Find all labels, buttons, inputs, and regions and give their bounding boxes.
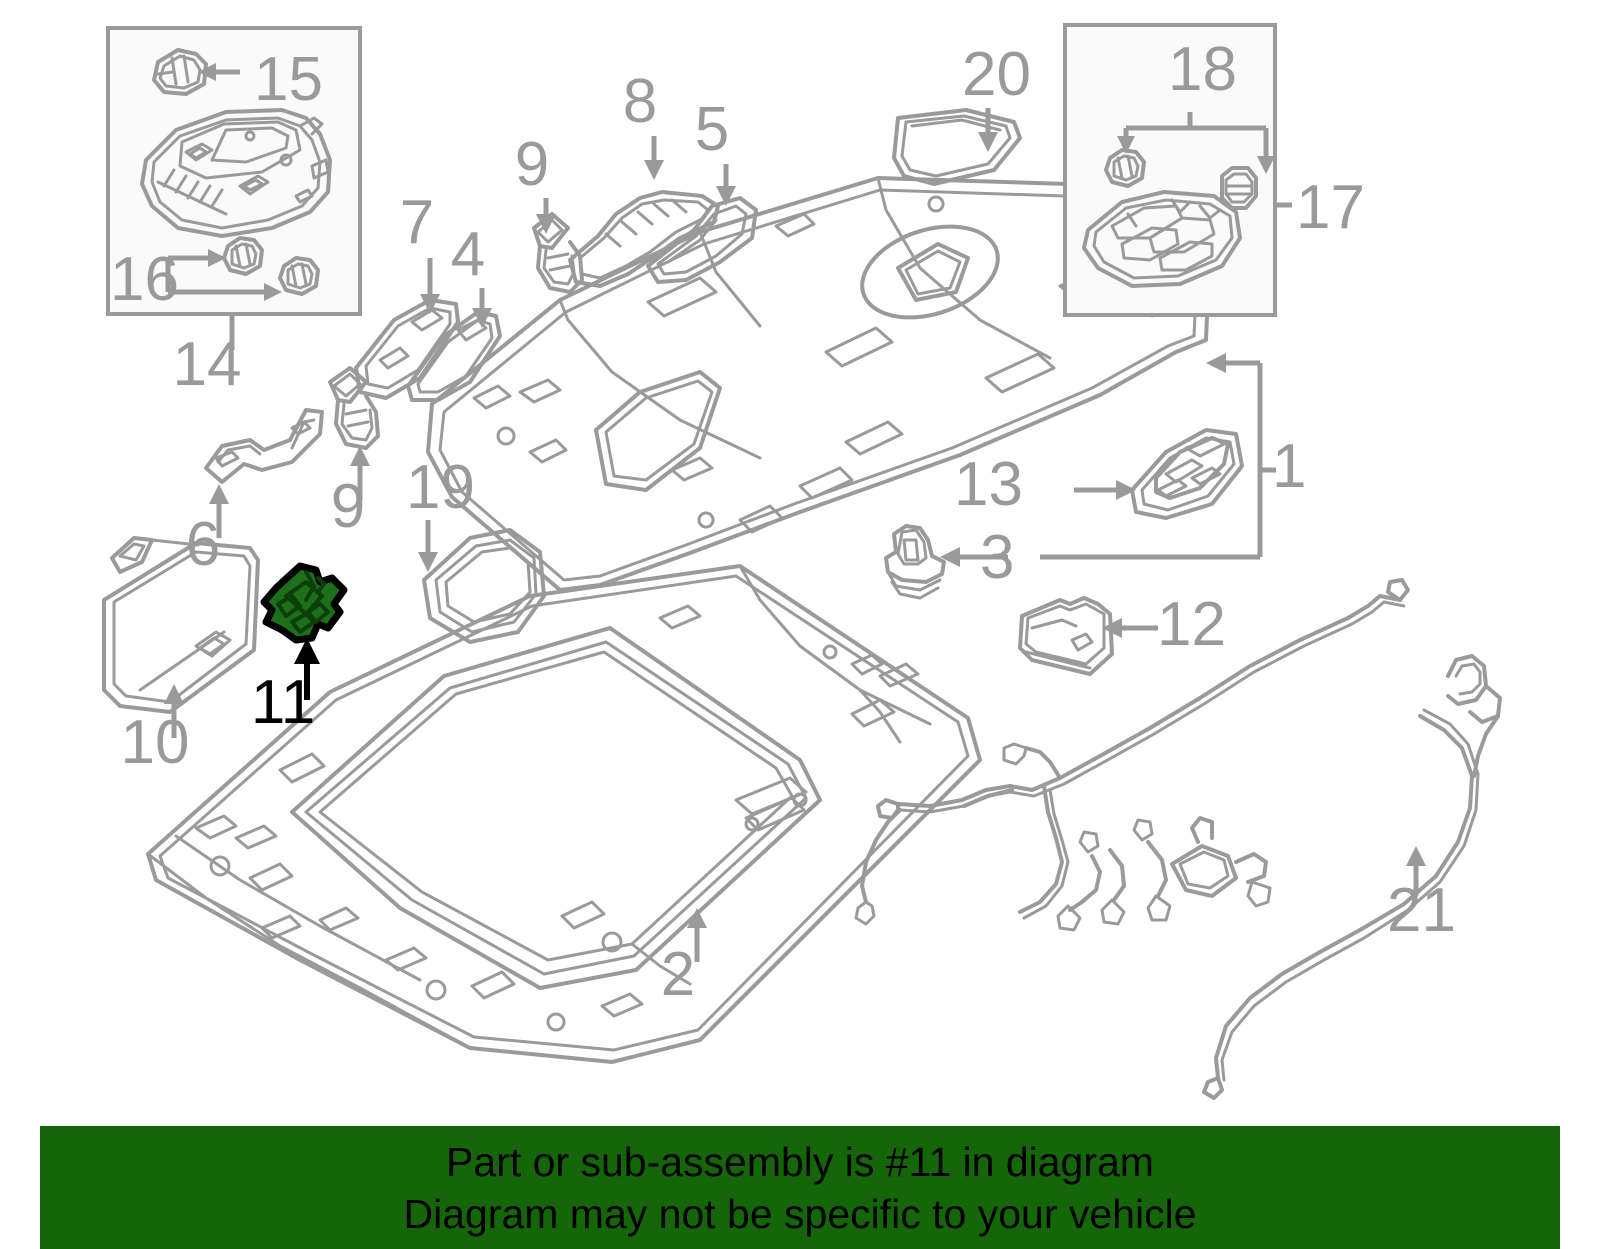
leader-20 bbox=[978, 108, 998, 152]
callout-label-10: 10 bbox=[121, 708, 190, 777]
callout-label-15: 15 bbox=[254, 45, 323, 114]
headliner-lower-panel bbox=[146, 564, 982, 1064]
visor-support-rod-part bbox=[204, 408, 324, 484]
leader-2 bbox=[687, 908, 707, 962]
callout-label-20: 20 bbox=[962, 40, 1031, 109]
callout-label-9-lower: 9 bbox=[331, 472, 365, 541]
leader-4 bbox=[472, 288, 492, 328]
roof-wiring-harness-part bbox=[854, 578, 1502, 1100]
callout-label-4: 4 bbox=[451, 220, 485, 289]
leader-16 bbox=[165, 249, 282, 301]
notice-line-2: Diagram may not be specific to your vehi… bbox=[403, 1190, 1197, 1237]
console-bulb-left-part bbox=[222, 236, 264, 276]
room-lamp-assembly-part bbox=[1130, 428, 1244, 520]
callout-label-3: 3 bbox=[980, 523, 1014, 592]
leader-19 bbox=[418, 520, 438, 572]
callout-label-11: 11 bbox=[251, 668, 315, 737]
notice-banner: Part or sub-assembly is #11 in diagram D… bbox=[40, 1126, 1560, 1249]
leader-10 bbox=[164, 684, 184, 738]
callout-label-14: 14 bbox=[173, 330, 242, 399]
callout-label-17: 17 bbox=[1296, 173, 1365, 242]
leader-9-lower bbox=[350, 446, 370, 500]
assist-handle-bracket-part bbox=[354, 298, 460, 400]
sun-visor-holder-clip-part bbox=[260, 562, 348, 644]
callout-label-18: 18 bbox=[1168, 35, 1237, 104]
leader-7 bbox=[420, 258, 440, 314]
callout-label-7: 7 bbox=[400, 188, 434, 257]
callout-label-2: 2 bbox=[661, 940, 695, 1009]
leader-21 bbox=[1406, 846, 1426, 896]
console-retainer-clip-part bbox=[152, 48, 208, 96]
leader-6 bbox=[209, 484, 229, 538]
leader-11 bbox=[294, 638, 320, 700]
leader-18 bbox=[1117, 112, 1275, 174]
lamp-lens-cover-part bbox=[1018, 596, 1114, 676]
leader-9-upper bbox=[536, 198, 556, 234]
leader-3 bbox=[940, 547, 1008, 567]
overhead-console-body bbox=[140, 108, 332, 238]
callout-label-6: 6 bbox=[186, 510, 220, 579]
leader-15 bbox=[198, 63, 240, 81]
callout-label-9-upper: 9 bbox=[515, 130, 549, 199]
callout-label-21: 21 bbox=[1387, 876, 1456, 945]
grab-handle-cover-part bbox=[646, 196, 758, 284]
console-bulb-right-part bbox=[278, 256, 320, 296]
rear-lamp-body bbox=[1082, 190, 1242, 288]
pillar-trim-clip-part bbox=[406, 310, 502, 402]
overhead-console-inset-box bbox=[106, 26, 362, 316]
sunroof-opening-trim-part bbox=[422, 528, 546, 644]
callout-label-8: 8 bbox=[623, 67, 657, 136]
mounting-screw-lower-part bbox=[328, 366, 380, 450]
callout-label-5: 5 bbox=[695, 95, 729, 164]
leader-8 bbox=[644, 136, 664, 180]
leader-13 bbox=[1074, 480, 1136, 500]
retainer-grommet-part bbox=[884, 524, 946, 600]
callout-label-12: 12 bbox=[1157, 590, 1226, 659]
rear-lamp-bulb-right-part bbox=[1220, 166, 1258, 210]
sun-visor-part bbox=[102, 536, 260, 714]
visor-extension-panel-part bbox=[892, 108, 1022, 186]
callout-label-13: 13 bbox=[954, 450, 1023, 519]
callout-label-19: 19 bbox=[406, 453, 475, 522]
callout-label-1: 1 bbox=[1272, 432, 1306, 501]
leader-12 bbox=[1102, 618, 1158, 638]
notice-line-1: Part or sub-assembly is #11 in diagram bbox=[446, 1138, 1154, 1185]
leader-5 bbox=[716, 164, 736, 206]
leader-1 bbox=[1040, 353, 1276, 560]
rear-lamp-inset-box bbox=[1063, 23, 1277, 317]
callout-label-16: 16 bbox=[110, 245, 179, 314]
